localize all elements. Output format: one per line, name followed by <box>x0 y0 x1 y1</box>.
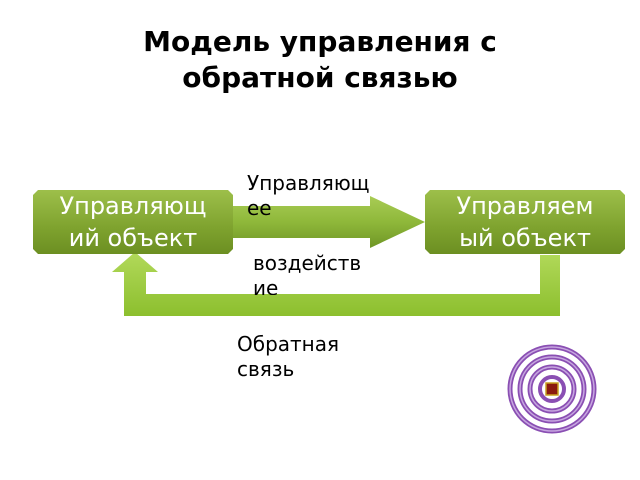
controller-label-line-1: Управляющ <box>59 192 207 220</box>
title-line-2: обратной связью <box>182 61 458 94</box>
control-action-line-2: ее <box>247 196 272 220</box>
control-action-label-bottom: воздейств ие <box>253 251 361 295</box>
control-action-line-1: Управляющ <box>247 171 370 195</box>
feedback-line-1: Обратная <box>237 332 340 356</box>
controller-object-box: Управляющ ий объект <box>33 190 233 254</box>
control-action-line-4: ие <box>253 276 279 295</box>
controlled-label-line-1: Управляем <box>456 192 594 220</box>
controller-label-line-2: ий объект <box>68 224 198 252</box>
feedback-line-2: связь <box>237 357 295 381</box>
controlled-object-box: Управляем ый объект <box>425 190 625 254</box>
feedback-arrow <box>112 252 560 316</box>
control-action-line-3: воздейств <box>253 251 362 275</box>
concentric-target-icon <box>507 344 597 434</box>
feedback-label: Обратная связь <box>237 332 339 382</box>
control-action-label-top: Управляющ ее <box>247 171 370 221</box>
title-line-1: Модель управления с <box>143 25 497 58</box>
slide-title: Модель управления с обратной связью <box>0 24 640 96</box>
controlled-label-line-2: ый объект <box>459 224 591 252</box>
control-action-arrow <box>233 196 425 248</box>
